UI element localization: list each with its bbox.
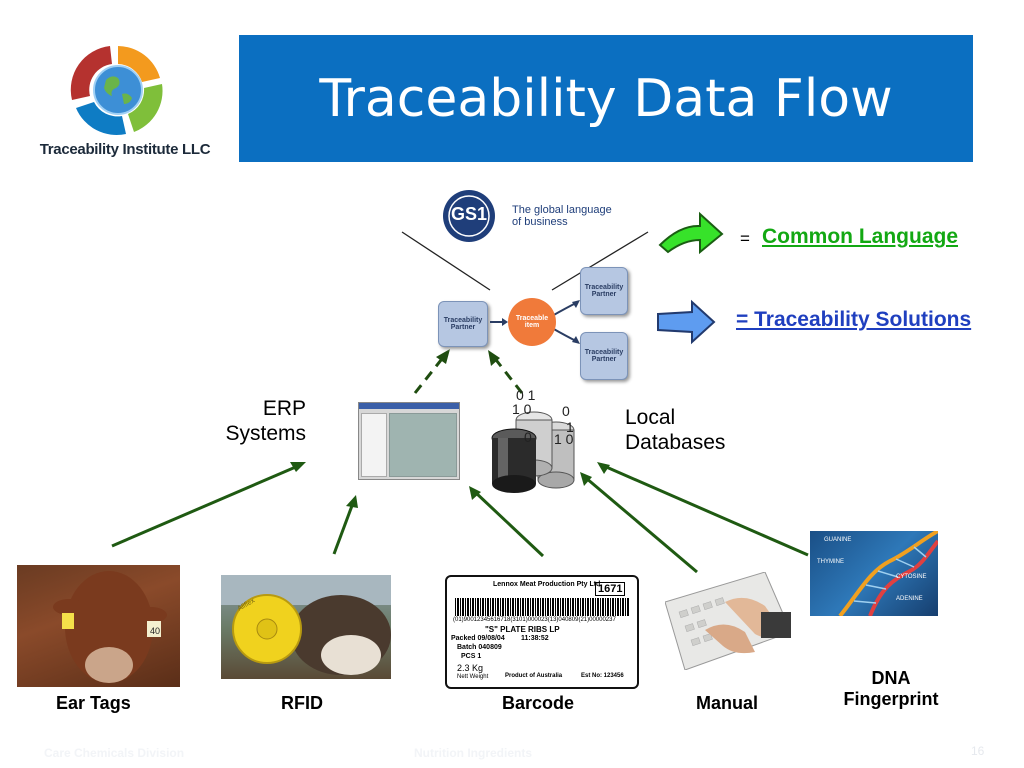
caption-dna-line2: Fingerprint xyxy=(843,689,939,709)
ear-tag-number: 40 xyxy=(150,626,160,636)
common-language-arrow xyxy=(658,211,724,255)
caption-dna: DNA Fingerprint xyxy=(836,668,946,710)
partner-bottom: Traceability Partner xyxy=(580,332,628,380)
caption-rfid: RFID xyxy=(281,693,323,713)
partner-top: Traceability Partner xyxy=(580,267,628,315)
arrow-manual xyxy=(585,476,698,574)
dashed-arrow-db xyxy=(491,355,524,394)
caption-ear-tags: Ear Tags xyxy=(56,693,131,713)
erp-label-line1: ERP xyxy=(262,397,306,420)
legend-equals: = xyxy=(740,229,750,248)
barcode-product: "S" PLATE RIBS LP xyxy=(485,625,560,634)
gs1-logo-text: GS1 xyxy=(450,204,488,224)
traceable-item: Traceable item xyxy=(508,298,556,346)
rfid-photo: Allflex xyxy=(221,575,391,679)
barcode-company: Lennox Meat Production Pty Ltd xyxy=(493,581,601,588)
footer-left: Care Chemicals Division xyxy=(44,746,185,760)
barcode-bars xyxy=(455,598,629,616)
arrow-barcode xyxy=(473,490,545,558)
erp-label: ERP Systems xyxy=(190,396,306,446)
gs1-left-line xyxy=(401,231,491,291)
title-banner xyxy=(239,35,973,162)
dna-thymine: THYMINE xyxy=(817,559,844,565)
legend-common-language: Common Language xyxy=(762,225,959,248)
dna-adenine: ADENINE xyxy=(896,596,923,602)
item-line1: Traceable xyxy=(515,315,549,322)
barcode-weight-label: Nett Weight xyxy=(457,674,489,680)
gs1-tagline: The global language of business xyxy=(512,204,612,228)
barcode-origin: Product of Australia xyxy=(505,673,563,679)
svg-text:0: 0 xyxy=(562,403,570,419)
erp-screenshot xyxy=(358,402,460,480)
partner-bottom-line2: Partner xyxy=(591,356,617,363)
barcode-est: Est No: 123456 xyxy=(581,673,624,679)
local-label-line1: Local xyxy=(625,406,676,429)
page-title: Traceability Data Flow xyxy=(319,68,893,129)
dna-image xyxy=(810,531,938,616)
barcode-code: 1671 xyxy=(595,582,626,596)
database-icon: 0 1 1 0 0 1 1 0 0 xyxy=(486,387,586,494)
barcode-pcs: PCS 1 xyxy=(461,653,482,660)
footer-center: Nutrition Ingredients xyxy=(414,746,532,760)
footer-page-number: 16 xyxy=(971,744,985,758)
barcode-label: Lennox Meat Production Pty Ltd 1671 (01)… xyxy=(445,575,639,689)
barcode-weight: 2.3 Kg xyxy=(457,663,484,673)
barcode-batch: Batch 040809 xyxy=(457,644,502,651)
item-line2: item xyxy=(524,322,540,329)
partner-top-line2: Partner xyxy=(591,291,617,298)
gs1-tagline-line2: of business xyxy=(512,216,568,228)
caption-dna-line1: DNA xyxy=(871,668,911,688)
dashed-arrow-erp xyxy=(413,354,447,394)
gs1-logo xyxy=(438,188,500,244)
institute-logo xyxy=(62,38,174,143)
partner-left-line1: Traceability xyxy=(443,317,483,324)
svg-text:1 0: 1 0 xyxy=(512,401,532,417)
arrow-eartags xyxy=(111,464,299,548)
partner-left: Traceability Partner xyxy=(438,301,488,347)
svg-text:0 1: 0 1 xyxy=(516,390,536,403)
caption-manual: Manual xyxy=(696,693,759,713)
svg-text:1: 1 xyxy=(566,419,574,435)
local-databases-label: Local Databases xyxy=(625,405,725,455)
arrow-dna xyxy=(603,464,809,557)
traceability-solutions-arrow xyxy=(657,299,716,345)
ear-tags-photo: 40 xyxy=(17,565,180,687)
legend-traceability-solutions: = Traceability Solutions xyxy=(736,308,972,331)
barcode-packed: Packed 09/08/04 xyxy=(451,635,505,642)
logo-caption: Traceability Institute LLC xyxy=(39,141,211,158)
partner-bottom-line1: Traceability xyxy=(584,349,624,356)
svg-text:0: 0 xyxy=(524,429,532,445)
partner-top-line1: Traceability xyxy=(584,284,624,291)
keyboard-photo xyxy=(664,571,792,671)
barcode-gs1-string: (01)90012345616718(3101)000023(13)040809… xyxy=(453,617,616,623)
dna-guanine: GUANINE xyxy=(824,537,852,543)
partner-left-line2: Partner xyxy=(450,324,476,331)
arrow-rfid xyxy=(332,502,355,555)
gs1-tagline-line1: The global language xyxy=(512,204,612,216)
barcode-time: 11:38:52 xyxy=(521,635,549,642)
dna-cytosine: CYTOSINE xyxy=(896,574,927,580)
local-label-line2: Databases xyxy=(625,431,726,454)
erp-label-line2: Systems xyxy=(225,422,306,445)
gs1-right-line xyxy=(551,231,649,291)
svg-text:1 0: 1 0 xyxy=(554,431,574,447)
caption-barcode: Barcode xyxy=(502,693,575,713)
